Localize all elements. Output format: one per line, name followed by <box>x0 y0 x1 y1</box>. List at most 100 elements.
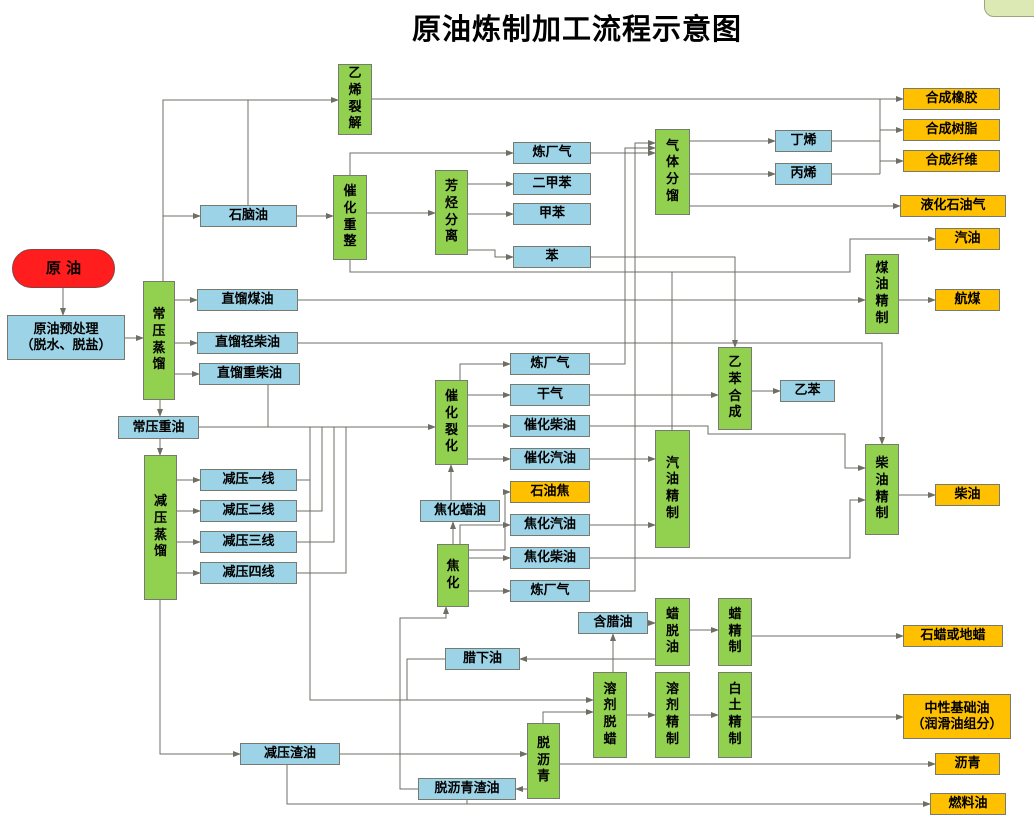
vacuum-line-3-node: 减压三线 <box>200 531 297 553</box>
refinery-gas-3-label: 炼厂气 <box>530 583 570 599</box>
vacuum-line-4-node: 减压四线 <box>200 562 297 584</box>
vacuum-line-1-node: 减压一线 <box>200 469 297 491</box>
deasphalting-node: 脱 沥 青 <box>527 723 560 799</box>
atmospheric-distillation-label: 常 压 蒸 馏 <box>152 307 166 373</box>
waxy-oil-node: 含腊油 <box>578 612 648 634</box>
flow-edge <box>469 489 511 551</box>
aromatics-separation-label: 芳 烃 分 离 <box>444 179 458 245</box>
deasphalted-residue-label: 脱沥青渣油 <box>434 781 500 797</box>
solvent-dewaxing-node: 溶 剂 脱 蜡 <box>593 672 627 758</box>
diesel-refining-label: 柴 油 精 制 <box>875 456 889 522</box>
synthetic-resin-label: 合成树脂 <box>925 122 978 138</box>
synthetic-fiber-label: 合成纤维 <box>925 153 978 169</box>
jet-fuel-node: 航煤 <box>935 289 1000 311</box>
solvent-dewaxing-label: 溶 剂 脱 蜡 <box>603 681 617 747</box>
paraffin-node: 石蜡或地蜡 <box>903 625 1003 647</box>
gasoline-refining-node: 汽 油 精 制 <box>655 430 690 548</box>
gasoline-refining-label: 汽 油 精 制 <box>665 455 679 521</box>
vacuum-line-2-label: 减压二线 <box>222 503 275 519</box>
ethylbenzene-label: 乙苯 <box>794 383 821 399</box>
flow-edge <box>162 97 339 281</box>
flow-edge <box>399 606 449 790</box>
toluene-node: 甲苯 <box>513 203 591 225</box>
neutral-base-oil-node: 中性基础油 （润滑油组分） <box>903 694 1011 739</box>
flow-edge <box>590 140 656 592</box>
vacuum-distillation-label: 减 压 蒸 馏 <box>153 494 167 560</box>
synthetic-fiber-node: 合成纤维 <box>903 150 1000 172</box>
straight-run-light-diesel-label: 直馏轻柴油 <box>214 335 280 351</box>
flow-edge <box>591 256 738 348</box>
flow-edge <box>297 427 335 543</box>
flow-edge <box>542 709 594 723</box>
clay-refining-label: 白 土 精 制 <box>728 681 742 747</box>
benzene-label: 苯 <box>545 249 559 265</box>
synthetic-rubber-label: 合成橡胶 <box>925 91 978 107</box>
coking-node: 焦 化 <box>437 544 469 607</box>
flow-edge <box>349 150 514 175</box>
vacuum-line-3-label: 减压三线 <box>222 534 275 550</box>
asphalt-label: 沥青 <box>954 756 981 772</box>
kerosene-refining-label: 煤 油 精 制 <box>875 260 889 326</box>
vacuum-residue-node: 减压渣油 <box>240 743 340 765</box>
refinery-gas-3-node: 炼厂气 <box>510 580 590 602</box>
flow-edge <box>590 497 866 559</box>
benzene-node: 苯 <box>513 246 591 268</box>
coking-gasoline-node: 焦化汽油 <box>510 514 590 536</box>
catalytic-gasoline-label: 催化汽油 <box>523 451 576 467</box>
vacuum-line-2-node: 减压二线 <box>200 500 297 522</box>
vacuum-residue-label: 减压渣油 <box>263 746 316 762</box>
wax-refining-label: 蜡 精 制 <box>728 607 742 656</box>
flow-edge <box>309 480 594 703</box>
aromatics-separation-node: 芳 烃 分 离 <box>435 170 468 255</box>
refinery-gas-1-node: 炼厂气 <box>513 142 591 164</box>
deasphalted-residue-node: 脱沥青渣油 <box>418 778 516 800</box>
coking-wax-oil-label: 焦化蜡油 <box>433 503 486 519</box>
fuel-oil-label: 燃料油 <box>948 796 988 812</box>
gas-fractionation-node: 气 体 分 馏 <box>655 129 690 215</box>
pretreatment-node: 原油预处理 （脱水、脱盐） <box>7 315 125 360</box>
waxy-oil-label: 含腊油 <box>593 615 633 631</box>
refinery-gas-2-label: 炼厂气 <box>530 356 570 372</box>
fuel-oil-node: 燃料油 <box>930 793 1006 815</box>
propylene-node: 丙烯 <box>775 163 832 185</box>
straight-run-heavy-diesel-label: 直馏重柴油 <box>216 366 282 382</box>
refinery-gas-2-node: 炼厂气 <box>510 353 590 375</box>
refinery-gas-1-label: 炼厂气 <box>532 145 572 161</box>
xylene-node: 二甲苯 <box>513 173 591 195</box>
neutral-base-oil-label: 中性基础油 （润滑油组分） <box>911 701 1003 732</box>
asphalt-node: 沥青 <box>935 753 1000 775</box>
synthetic-resin-node: 合成树脂 <box>903 119 1000 141</box>
flow-edge <box>297 427 347 574</box>
diagram-title: 原油炼制加工流程示意图 <box>411 12 742 46</box>
coking-diesel-label: 焦化柴油 <box>523 550 576 566</box>
catalytic-cracking-node: 催 化 裂 化 <box>435 380 468 465</box>
flow-edge <box>297 427 311 481</box>
straight-run-kerosene-label: 直馏煤油 <box>221 292 274 308</box>
ethylbenzene-synthesis-label: 乙 苯 合 成 <box>728 355 742 421</box>
gasoline-node: 汽油 <box>935 228 1000 250</box>
synthetic-rubber-node: 合成橡胶 <box>903 88 1000 110</box>
ethylene-cracking-node: 乙 烯 裂 解 <box>338 64 372 135</box>
flow-edge <box>459 361 511 380</box>
straight-run-heavy-diesel-node: 直馏重柴油 <box>199 363 300 385</box>
petroleum-coke-node: 石油焦 <box>510 481 590 503</box>
ethylbenzene-synthesis-node: 乙 苯 合 成 <box>718 347 752 430</box>
kerosene-refining-node: 煤 油 精 制 <box>865 254 899 334</box>
flow-edge <box>297 427 323 512</box>
toluene-label: 甲苯 <box>538 206 565 222</box>
solvent-refining-node: 溶 剂 精 制 <box>655 672 690 758</box>
flow-edge <box>349 236 936 273</box>
wax-refining-node: 蜡 精 制 <box>718 598 752 666</box>
propylene-label: 丙烯 <box>790 166 817 182</box>
flow-edge <box>590 145 656 365</box>
wax-deoiling-node: 蜡 脱 油 <box>655 598 690 666</box>
lpg-node: 液化石油气 <box>900 195 1006 217</box>
atmospheric-distillation-node: 常 压 蒸 馏 <box>143 281 175 400</box>
crude-oil-node: 原 油 <box>12 249 115 288</box>
coking-label: 焦 化 <box>446 558 460 591</box>
jet-fuel-label: 航煤 <box>954 292 981 308</box>
wax-deoiling-label: 蜡 脱 油 <box>665 607 679 656</box>
catalytic-diesel-label: 催化柴油 <box>523 418 576 434</box>
vacuum-distillation-node: 减 压 蒸 馏 <box>144 455 177 600</box>
